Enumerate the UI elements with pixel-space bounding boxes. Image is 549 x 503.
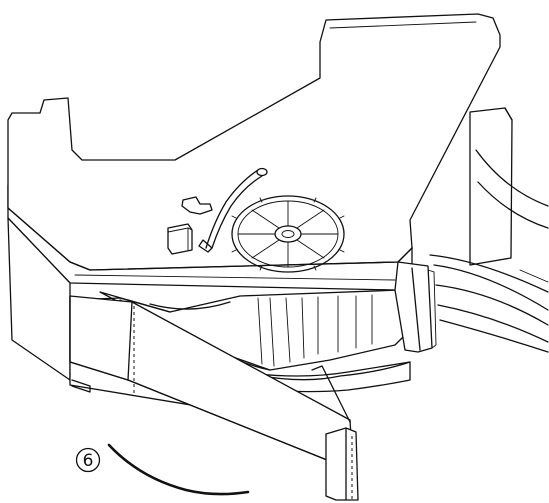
step-number: 6 bbox=[83, 451, 94, 471]
cable-bundle bbox=[429, 254, 549, 353]
step-callout: 6 bbox=[75, 447, 101, 473]
lever-arm bbox=[69, 295, 359, 501]
spring-lever bbox=[181, 167, 268, 253]
step-number-circle bbox=[75, 447, 101, 473]
top-plate bbox=[7, 13, 501, 291]
small-block bbox=[167, 223, 193, 255]
curved-arrow-icon bbox=[107, 443, 250, 496]
rear-housing bbox=[469, 107, 549, 266]
rear-column bbox=[394, 261, 437, 353]
sprocket-wheel bbox=[231, 195, 345, 273]
